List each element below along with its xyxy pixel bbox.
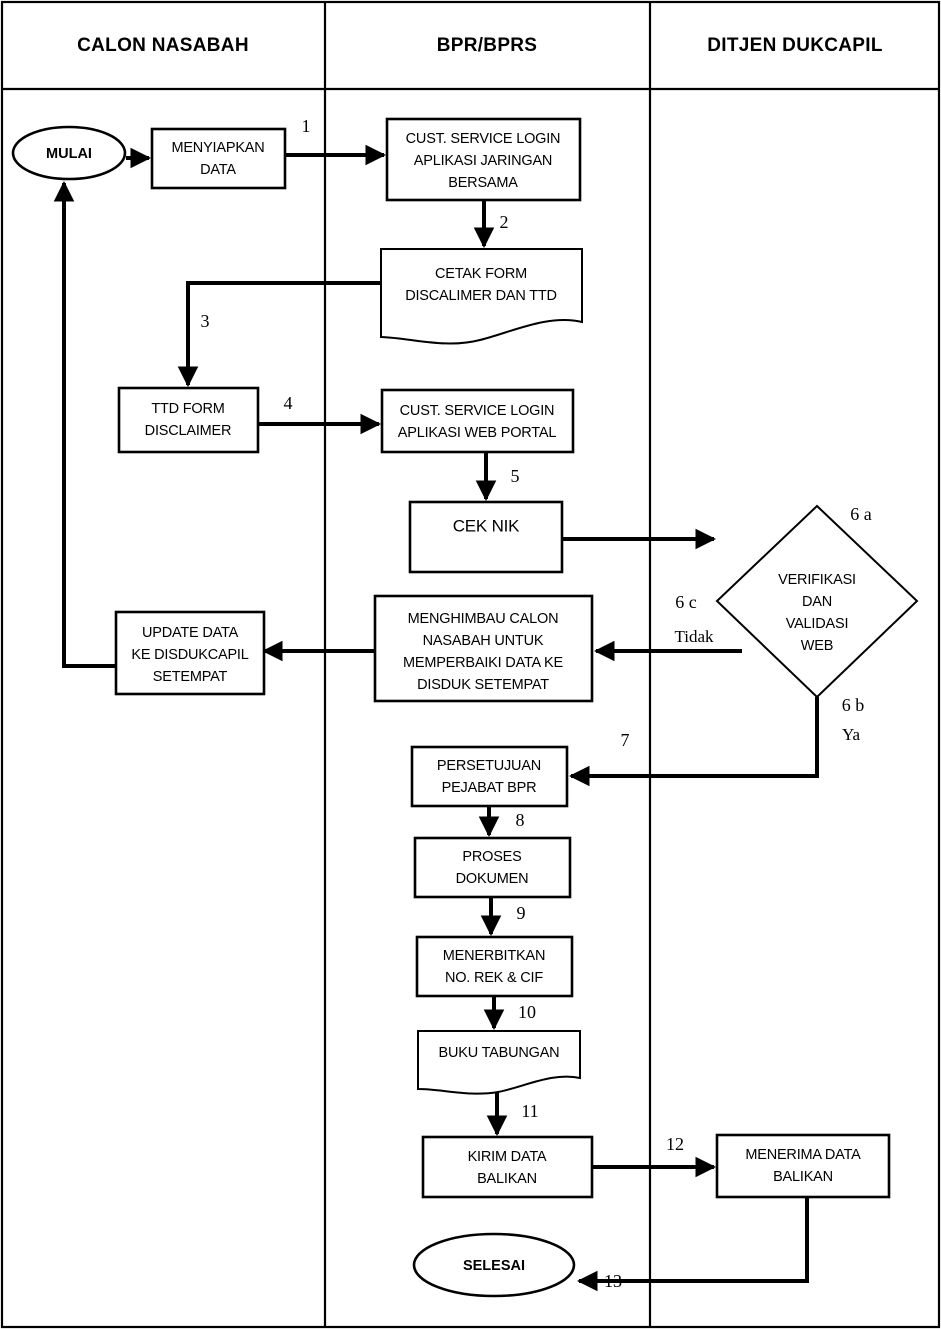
swimlane-header-calon-nasabah: CALON NASABAH	[77, 35, 249, 56]
node-verifikasi-line1: VERIFIKASI	[778, 572, 856, 588]
node-cek-nik[interactable]: CEK NIK	[408, 500, 564, 574]
node-persetujuan-line1: PERSETUJUAN	[437, 758, 541, 774]
edge-label-3: 3	[201, 311, 210, 331]
node-cust-service-login-web-line1: CUST. SERVICE LOGIN	[400, 403, 555, 419]
edge-label-6a: 6 a	[850, 504, 872, 524]
node-menyiapkan-data-line1: MENYIAPKAN	[171, 140, 264, 156]
edge-7	[568, 697, 819, 787]
node-verifikasi-line3: VALIDASI	[786, 616, 849, 632]
node-menerbitkan-no-rek-cif[interactable]: MENERBITKAN NO. REK & CIF	[415, 935, 574, 998]
node-kirim-data-line1: KIRIM DATA	[468, 1149, 547, 1165]
node-kirim-data-balikan[interactable]: KIRIM DATA BALIKAN	[421, 1135, 594, 1199]
node-verifikasi-line4: WEB	[801, 638, 833, 654]
node-proses-dokumen-line1: PROSES	[462, 849, 521, 865]
node-proses-dokumen[interactable]: PROSES DOKUMEN	[413, 836, 572, 899]
node-persetujuan-line2: PEJABAT BPR	[442, 780, 537, 796]
edge-label-4: 4	[284, 393, 293, 413]
node-ttd-form-line1: TTD FORM	[151, 401, 224, 417]
edge-update-to-mulai	[53, 180, 116, 668]
node-cust-service-login-jaringan[interactable]: CUST. SERVICE LOGIN APLIKASI JARINGAN BE…	[385, 117, 582, 202]
node-menghimbau-line4: DISDUK SETEMPAT	[417, 677, 549, 693]
edge-label-7: 7	[621, 730, 630, 750]
node-cetak-form-line1: CETAK FORM	[435, 266, 527, 282]
edge-label-11: 11	[521, 1101, 538, 1121]
node-menerbitkan-line2: NO. REK & CIF	[445, 970, 543, 986]
node-menghimbau-line1: MENGHIMBAU CALON	[408, 611, 559, 627]
node-cust-service-login-web-line2: APLIKASI WEB PORTAL	[398, 425, 557, 441]
node-menerbitkan-line1: MENERBITKAN	[443, 948, 546, 964]
node-persetujuan-pejabat-bpr[interactable]: PERSETUJUAN PEJABAT BPR	[410, 745, 569, 808]
node-kirim-data-line2: BALIKAN	[477, 1171, 537, 1187]
node-update-data[interactable]: UPDATE DATA KE DISDUKCAPIL SETEMPAT	[114, 610, 266, 696]
node-mulai-label: MULAI	[46, 146, 92, 162]
connectors	[53, 144, 819, 1292]
edge-label-6c: 6 c	[675, 592, 697, 612]
node-buku-tabungan-label: BUKU TABUNGAN	[439, 1045, 560, 1061]
node-cetak-form[interactable]: CETAK FORM DISCALIMER DAN TTD	[380, 248, 583, 345]
header-label-ditjen-dukcapil: DITJEN DUKCAPIL	[707, 35, 883, 56]
edge-label-12: 12	[666, 1134, 684, 1154]
edge-label-1: 1	[302, 116, 311, 136]
edge-label-8: 8	[516, 810, 525, 830]
node-buku-tabungan[interactable]: BUKU TABUNGAN	[417, 1030, 581, 1095]
node-menghimbau[interactable]: MENGHIMBAU CALON NASABAH UNTUK MEMPERBAI…	[373, 594, 594, 703]
node-menghimbau-line2: NASABAH UNTUK	[423, 633, 544, 649]
node-cetak-form-line2: DISCALIMER DAN TTD	[405, 288, 557, 304]
node-cust-service-login-jaringan-line2: APLIKASI JARINGAN	[414, 153, 552, 169]
node-update-data-line2: KE DISDUKCAPIL	[131, 647, 248, 663]
node-update-data-line3: SETEMPAT	[153, 669, 228, 685]
edge-label-2: 2	[500, 212, 509, 232]
node-menerima-data-balikan[interactable]: MENERIMA DATA BALIKAN	[715, 1133, 891, 1199]
header-label-bpr-bprs: BPR/BPRS	[437, 35, 538, 56]
node-menyiapkan-data[interactable]: MENYIAPKAN DATA	[150, 127, 287, 190]
node-selesai[interactable]: SELESAI	[412, 1232, 576, 1298]
node-proses-dokumen-line2: DOKUMEN	[456, 871, 529, 887]
node-menyiapkan-data-line2: DATA	[200, 162, 236, 178]
swimlane-header-ditjen-dukcapil: DITJEN DUKCAPIL	[707, 35, 883, 56]
edge-label-6b-ya: Ya	[842, 725, 861, 744]
node-mulai[interactable]: MULAI	[11, 125, 127, 181]
edge-label-13: 13	[604, 1271, 622, 1291]
edge-label-5: 5	[511, 466, 520, 486]
node-ttd-form-line2: DISCLAIMER	[145, 423, 232, 439]
node-update-data-line1: UPDATE DATA	[142, 625, 239, 641]
header-label-calon-nasabah: CALON NASABAH	[77, 35, 249, 56]
node-menerima-data-line1: MENERIMA DATA	[745, 1147, 861, 1163]
node-menghimbau-line3: MEMPERBAIKI DATA KE	[403, 655, 564, 671]
edge-3	[177, 281, 381, 388]
node-cust-service-login-jaringan-line3: BERSAMA	[448, 175, 518, 191]
edge-13	[576, 1197, 809, 1292]
node-cust-service-login-web[interactable]: CUST. SERVICE LOGIN APLIKASI WEB PORTAL	[380, 388, 575, 454]
node-verifikasi-validasi-web[interactable]: VERIFIKASI DAN VALIDASI WEB	[715, 504, 919, 699]
edge-labels: 1 2 3 4 5 6 a 6 c Tidak 6 b Ya 7 8 9 10 …	[201, 116, 872, 1291]
node-ttd-form-disclaimer[interactable]: TTD FORM DISCLAIMER	[117, 386, 260, 454]
edge-label-6c-tidak: Tidak	[674, 627, 714, 646]
edge-label-6b: 6 b	[842, 695, 865, 715]
node-selesai-label: SELESAI	[463, 1258, 525, 1274]
node-menerima-data-line2: BALIKAN	[773, 1169, 833, 1185]
node-cust-service-login-jaringan-line1: CUST. SERVICE LOGIN	[406, 131, 561, 147]
edge-label-10: 10	[518, 1002, 536, 1022]
node-verifikasi-line2: DAN	[802, 594, 832, 610]
edge-label-9: 9	[517, 903, 526, 923]
swimlane-header-bpr-bprs: BPR/BPRS	[437, 35, 538, 56]
node-cek-nik-label: CEK NIK	[453, 516, 520, 535]
